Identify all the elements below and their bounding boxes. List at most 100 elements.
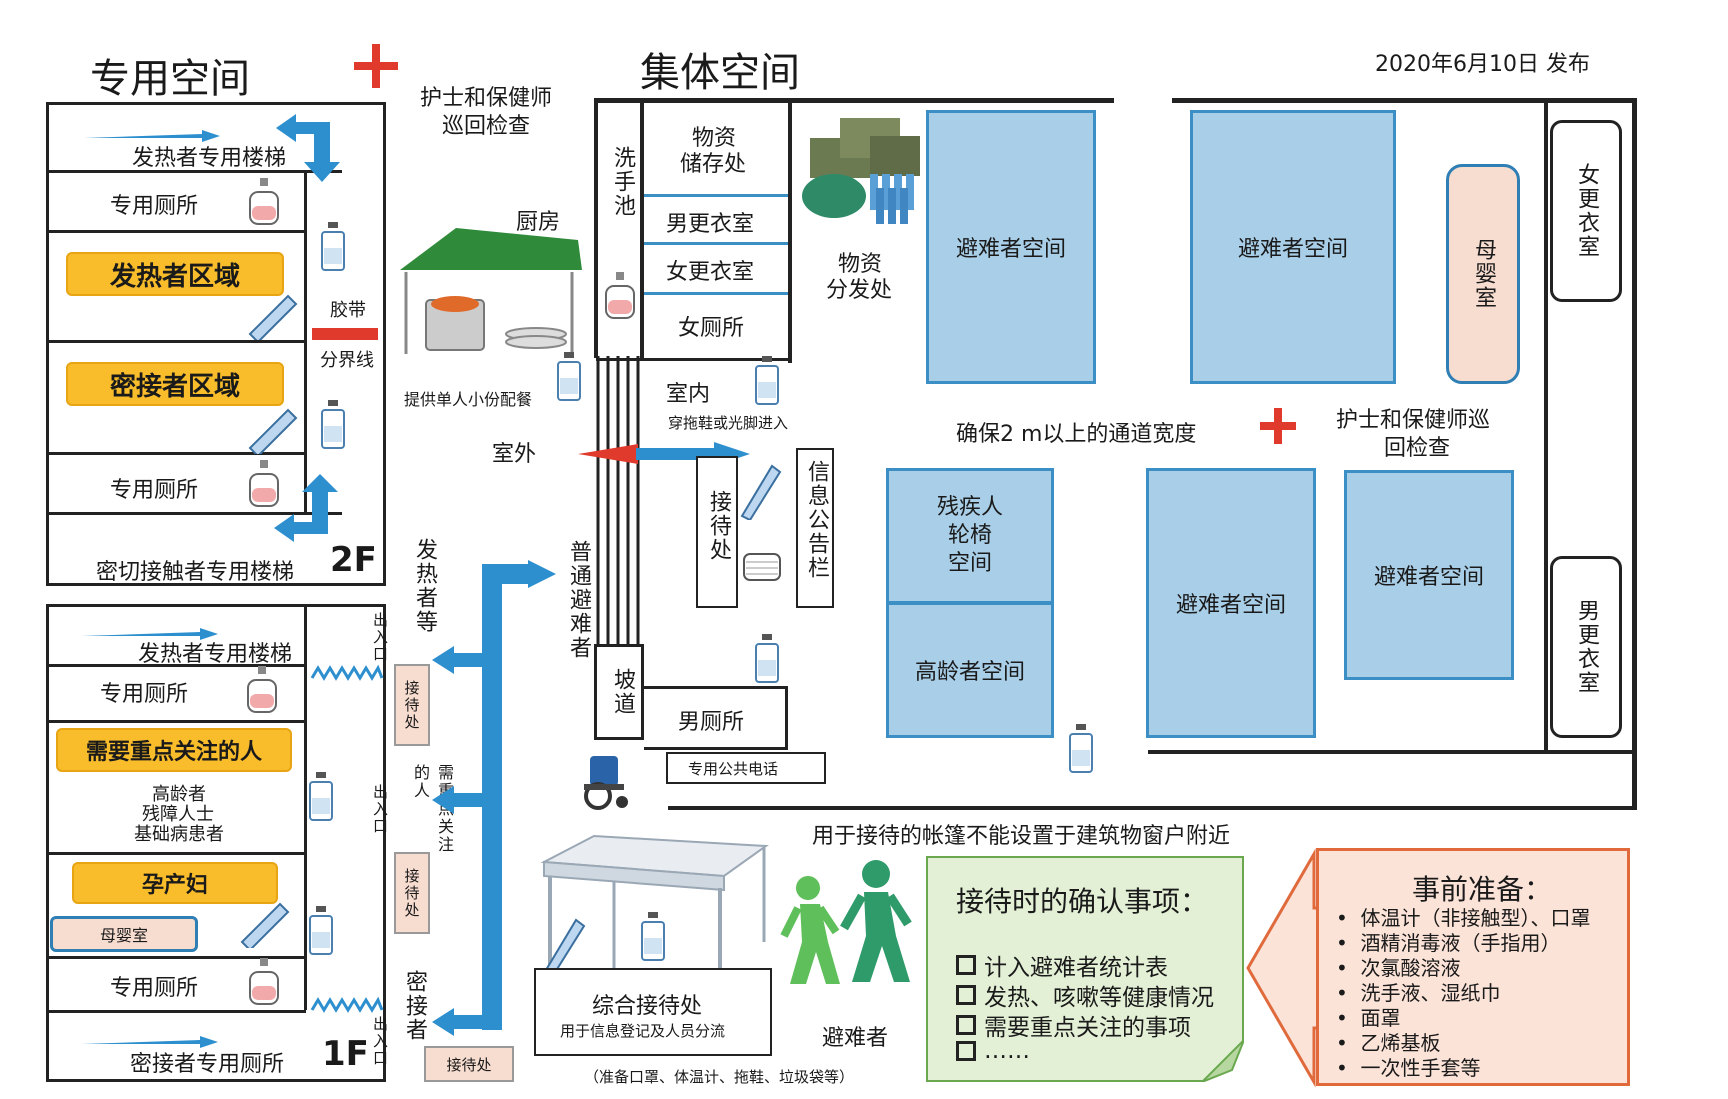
- entrance-label-2: 出入口: [371, 784, 389, 835]
- building-top-wall-right: [1172, 98, 1636, 103]
- contact-area-label: 密接者区域: [109, 371, 240, 402]
- sanitizer-icon: [309, 906, 333, 955]
- floor2-fever-stairs: 发热者专用楼梯: [132, 146, 287, 171]
- ramp-label: 坡道: [610, 668, 635, 716]
- storage-line2: 储存处: [680, 152, 747, 177]
- phone-label: 专用公共电话: [688, 760, 779, 778]
- attention-detail-2: 残障人士: [142, 804, 214, 825]
- sanitizer-icon: [755, 634, 779, 683]
- soap-bottle-icon: [247, 666, 277, 713]
- reception-tent-icon: [540, 834, 769, 968]
- thermometer-icon: [544, 918, 586, 974]
- distribution-line1: 物资: [838, 252, 883, 277]
- floor2-divider-2: [46, 230, 306, 233]
- checkbox-icon: [956, 1041, 976, 1061]
- evac-space-3-label: 避难者空间: [1175, 593, 1286, 618]
- kitchen-tent-icon: [400, 228, 582, 354]
- flow-general-evacuee: 普通避难者: [566, 540, 591, 660]
- evac-space-3: 避难者空间: [1146, 468, 1316, 738]
- kitchen-meal: 提供单人小份配餐: [404, 390, 533, 409]
- entry-steps: [596, 356, 640, 646]
- sanitizer-icon: [641, 912, 665, 961]
- elderly-space: 高龄者空间: [886, 602, 1054, 738]
- floor1-contact-toilet: 密接者专用厕所: [130, 1052, 285, 1077]
- attention-detail-3: 基础病患者: [134, 824, 224, 845]
- nurse-check-line1: 护士和保健师: [420, 86, 553, 111]
- direction-line-icon: [82, 628, 218, 640]
- floor2-inner-wall: [304, 170, 307, 512]
- entrance-zigzag-icon: [310, 664, 384, 681]
- wheelchair-icon: [584, 756, 628, 810]
- evac-space-4: 避难者空间: [1344, 470, 1514, 680]
- stairs-arrow-icon: [276, 114, 340, 182]
- soap-bottle-icon: [249, 460, 279, 507]
- prep-item: • 一次性手套等: [1336, 1056, 1481, 1080]
- flow-attention: 需重点关注的人: [411, 764, 454, 854]
- reception-bottom: 接待处: [424, 1046, 514, 1082]
- flow-contact: 密接者: [402, 970, 427, 1042]
- supplies-note: （准备口罩、体温计、拖鞋、垃圾袋等）: [584, 1068, 855, 1086]
- reception-bottom-label: 接待处: [446, 1055, 492, 1074]
- checklist-item-3: 需要重点关注的事项: [956, 1008, 1191, 1042]
- women-locker-label: 女更衣室: [666, 260, 755, 285]
- checkbox-icon: [956, 1015, 976, 1035]
- women-locker-right: 女更衣室: [1550, 120, 1622, 302]
- building-right-wall: [1632, 98, 1637, 810]
- floor2-label: 2F: [330, 540, 377, 580]
- tent-note: 用于接待的帐篷不能设置于建筑物窗户附近: [812, 824, 1231, 849]
- floor1-toilet-bottom: 专用厕所: [110, 976, 199, 1001]
- soap-bottle-icon: [249, 958, 279, 1005]
- center-title: 集体空间: [640, 50, 800, 96]
- floor1-nursing-room: 母婴室: [50, 916, 198, 952]
- prep-item: • 酒精消毒液（手指用）: [1336, 931, 1561, 955]
- floor2-toilet-bottom: 专用厕所: [110, 478, 199, 503]
- floor1-toilet-top: 专用厕所: [100, 682, 189, 707]
- floor1-divider-3: [46, 852, 306, 855]
- red-cross-icon: [354, 44, 398, 88]
- floor2-divider-5: [46, 512, 342, 515]
- kitchen-label: 厨房: [516, 210, 561, 235]
- floor2-divider-4: [46, 452, 306, 455]
- reception-contact: 接待处: [394, 852, 430, 934]
- nursing-room-right-label: 母婴室: [1471, 238, 1496, 310]
- general-reception-label: 综合接待处: [592, 994, 703, 1019]
- soap-bottle-icon: [249, 178, 279, 225]
- building-right-bottom-wall: [1148, 750, 1636, 754]
- room-divider-men: [644, 242, 788, 245]
- attention-label: 需要重点关注的人: [85, 740, 262, 765]
- divider-label: 分界线: [320, 350, 374, 371]
- prep-panel: [1316, 848, 1630, 1086]
- room-divider-women: [644, 292, 788, 295]
- sink-label: 洗手池: [610, 146, 635, 218]
- women-locker-right-label: 女更衣室: [1574, 163, 1599, 259]
- floor1-inner-wall: [304, 604, 307, 1010]
- prep-title: 事前准备：: [1412, 873, 1553, 906]
- men-locker-right-label: 男更衣室: [1574, 599, 1599, 695]
- pregnant-label: 孕产妇: [141, 873, 208, 898]
- floor1-divider-4: [46, 956, 306, 959]
- contact-area-box: 密接者区域: [66, 362, 284, 406]
- publish-date: 2020年6月10日 发布: [1375, 52, 1590, 77]
- left-title: 专用空间: [90, 56, 250, 102]
- entrance-zigzag-icon: [310, 996, 384, 1013]
- outdoor-label: 室外: [492, 442, 537, 467]
- room-divider-storage: [644, 194, 788, 197]
- fever-area-box: 发热者区域: [66, 252, 284, 296]
- sanitizer-icon: [309, 772, 333, 821]
- reception-fever: 接待处: [394, 664, 430, 746]
- left-stack-inner-wall: [640, 98, 644, 358]
- checklist-panel: [926, 856, 1244, 1082]
- evac-space-4-label: 避难者空间: [1373, 565, 1484, 590]
- reception-fever-label: 接待处: [402, 679, 421, 731]
- evacuee-person-icon: [840, 860, 912, 982]
- building-top-wall-left: [594, 98, 1114, 103]
- supply-boxes-icon: [802, 118, 920, 224]
- tape-label: 胶带: [330, 300, 366, 321]
- floor2-frame: [46, 102, 386, 586]
- checklist-title: 接待时的确认事项：: [956, 885, 1209, 918]
- bulletin-label: 信息公告栏: [804, 460, 829, 580]
- nursing-room-right: 母婴室: [1446, 164, 1520, 384]
- prep-item: • 洗手液、湿纸巾: [1336, 981, 1501, 1005]
- thermometer-icon: [740, 464, 782, 520]
- evac-space-2: 避难者空间: [1190, 110, 1396, 384]
